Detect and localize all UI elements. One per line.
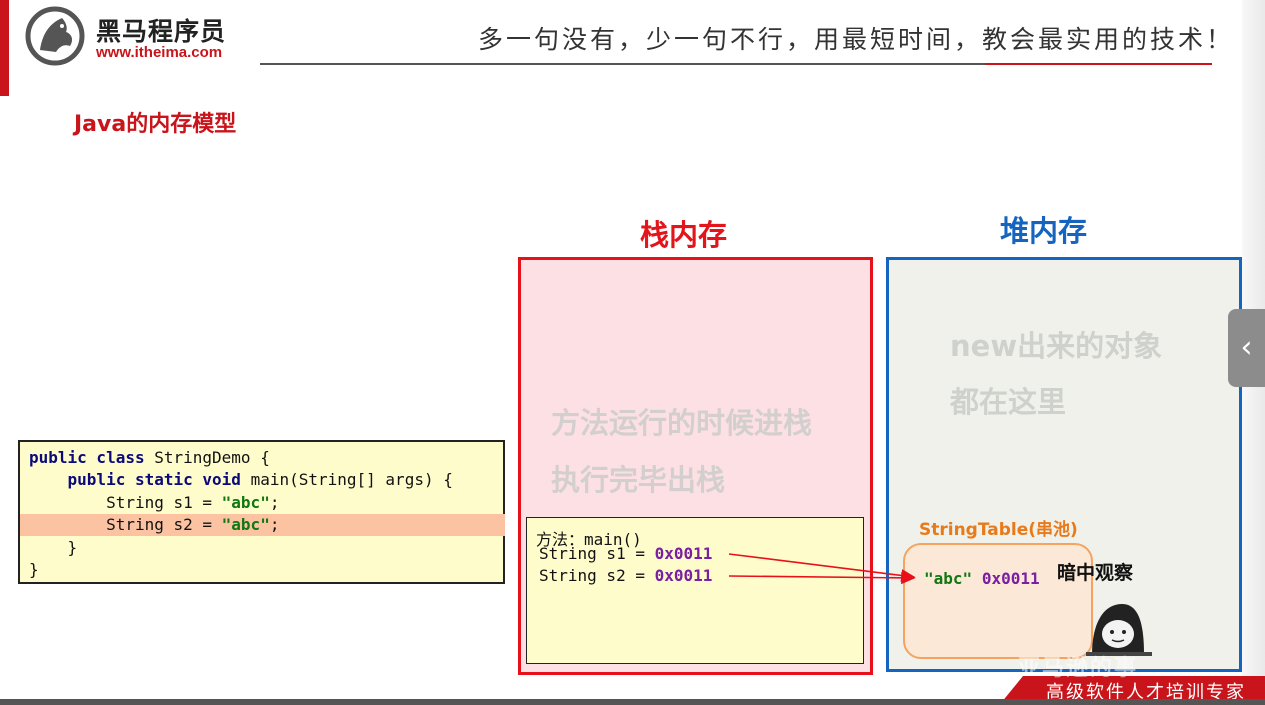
code-text: ; <box>269 515 280 535</box>
code-text: } <box>29 537 78 557</box>
stack-frame-title: 方法：main() <box>536 530 642 549</box>
variable-address: 0x0011 <box>654 566 713 585</box>
code-line-highlighted: String s2 = "abc"; <box>20 514 505 537</box>
string-pool-area <box>903 543 1093 659</box>
stack-variable-s2: String s2 = 0x0011 <box>539 566 712 585</box>
string-pool-label: StringTable(串池) <box>919 520 1078 540</box>
header-divider <box>260 63 1212 65</box>
header-slogan: 多一句没有，少一句不行，用最短时间，教会最实用的技术！ <box>478 25 1235 54</box>
stack-memory-title: 栈内存 <box>640 218 728 252</box>
code-keyword: public class <box>29 448 155 467</box>
code-string-literal: "abc" <box>221 515 270 535</box>
code-string-literal: "abc" <box>221 492 270 512</box>
stack-description-line-2: 执行完毕出栈 <box>551 463 726 497</box>
code-line: String s1 = "abc"; <box>20 492 505 514</box>
horse-logo-icon <box>25 6 85 66</box>
left-accent-bar <box>0 0 9 96</box>
code-line: } <box>20 559 505 581</box>
page-title: Java的内存模型 <box>74 112 237 137</box>
heap-description-line-1: new出来的对象 <box>950 329 1163 363</box>
peeking-meme-icon <box>1086 604 1152 656</box>
pool-string-address: 0x0011 <box>981 569 1040 588</box>
header-divider-accent <box>985 63 1212 65</box>
stack-variable-s1: String s1 = 0x0011 <box>539 544 712 563</box>
variable-declaration: String s1 = <box>539 544 655 563</box>
main-stack-frame <box>526 517 864 664</box>
code-line: public static void main(String[] args) { <box>20 469 505 491</box>
code-text: String s1 = <box>29 492 222 512</box>
string-pool-entry: "abc" 0x0011 <box>924 569 1040 588</box>
code-text: main(String[] args) { <box>250 470 453 490</box>
footer-slogan: 高级软件人才培训专家 <box>1046 682 1246 703</box>
footer-ribbon <box>1001 676 1265 703</box>
collapse-panel-button[interactable]: ‹ <box>1228 309 1265 387</box>
heap-memory-title: 堆内存 <box>1000 214 1088 248</box>
code-text: ; <box>269 492 280 512</box>
code-block: public class StringDemo { public static … <box>18 440 505 584</box>
observer-caption: 暗中观察 <box>1057 562 1134 584</box>
code-line: } <box>20 537 505 559</box>
brand-name: 黑马程序员 <box>96 17 227 46</box>
code-line: public class StringDemo { <box>20 447 505 469</box>
brand-url: www.itheima.com <box>96 44 223 61</box>
code-text: } <box>29 560 39 579</box>
stack-description-line-1: 方法运行的时候进栈 <box>551 406 813 440</box>
pool-string-value: "abc" <box>924 569 973 588</box>
code-keyword: public static void <box>29 470 251 490</box>
code-text: String s2 = <box>29 515 222 535</box>
code-text: StringDemo { <box>154 448 270 467</box>
variable-address: 0x0011 <box>654 544 713 563</box>
heap-description-line-2: 都在这里 <box>950 385 1067 419</box>
footer-bar <box>0 699 1265 705</box>
variable-declaration: String s2 = <box>539 566 655 585</box>
video-watermark: 亚马逊的事 <box>1018 656 1139 681</box>
